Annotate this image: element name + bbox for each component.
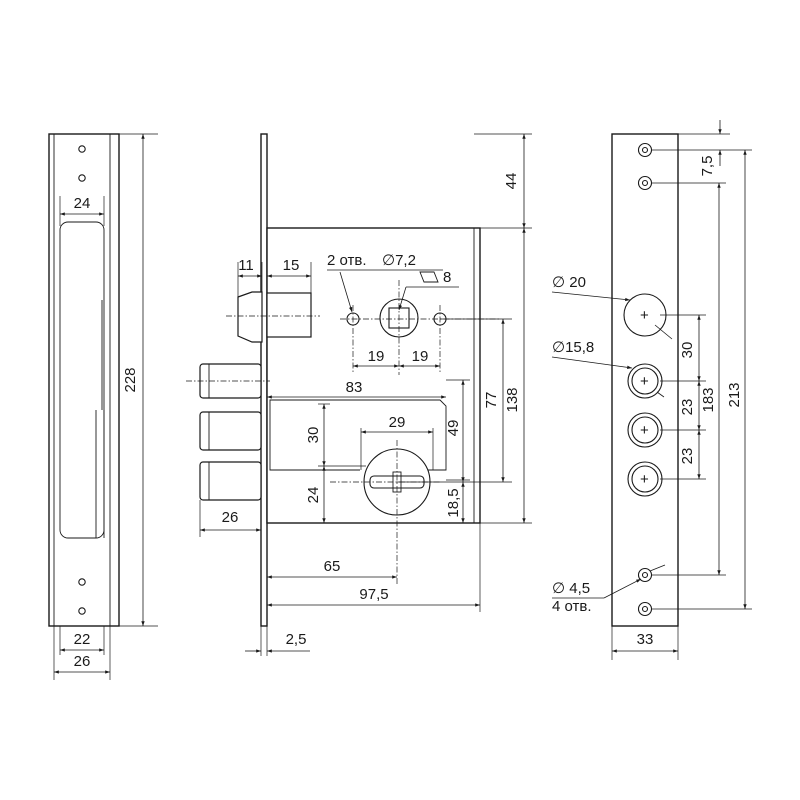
- dim-24: 24: [305, 487, 322, 504]
- dim-24-plate-width: 24: [74, 195, 91, 212]
- lock-faceplate-edge: [260, 133, 268, 627]
- dim-23-b: 23: [679, 448, 696, 465]
- dia-15-8: ∅15,8: [552, 339, 594, 356]
- dim-15: 15: [283, 257, 300, 274]
- dim-19-right: 19: [412, 348, 429, 365]
- svg-text:+: +: [640, 422, 649, 439]
- dim-11: 11: [238, 257, 254, 274]
- square-size: 8: [443, 269, 451, 286]
- svg-text:+: +: [640, 307, 649, 324]
- square-symbol: [419, 271, 439, 283]
- front-plate-screw-hole: [78, 174, 86, 182]
- latch-body: [266, 292, 312, 338]
- dim-49: 49: [445, 420, 462, 437]
- front-plate-screw-hole: [78, 607, 86, 615]
- dim-83: 83: [346, 379, 363, 396]
- holes-diameter: ∅7,2: [382, 252, 416, 269]
- dia-4-5: ∅ 4,5: [552, 580, 590, 597]
- side-body-view: 44 11 15 2 отв. ∅7,2 8 19 19 83 77: [186, 133, 532, 656]
- dim-26-bolt-throw: 26: [222, 509, 239, 526]
- latch-bolt: [237, 291, 263, 343]
- dim-22: 22: [74, 631, 91, 648]
- dim-213: 213: [726, 382, 743, 407]
- face-plate-view: + + + + 7,5 ∅ 20 ∅15,8 30 23 2: [551, 120, 752, 660]
- dim-44: 44: [503, 173, 520, 190]
- holes-count: 4 отв.: [552, 598, 592, 615]
- dim-77: 77: [483, 392, 500, 409]
- case-window: [269, 399, 447, 471]
- holes-note: 2 отв.: [327, 252, 367, 269]
- dim-29: 29: [389, 414, 406, 431]
- front-plate-view: 24 228 22 26: [48, 133, 158, 680]
- deadbolt-3: [199, 461, 262, 501]
- dim-23-a: 23: [679, 399, 696, 416]
- dim-33: 33: [637, 631, 654, 648]
- dim-30-face: 30: [679, 342, 696, 359]
- dim-2-5: 2,5: [286, 631, 307, 648]
- dim-138: 138: [504, 387, 521, 412]
- dia-20: ∅ 20: [552, 274, 586, 291]
- front-plate-screw-hole: [78, 578, 86, 586]
- front-plate-screw-hole: [78, 145, 86, 153]
- svg-text:+: +: [640, 373, 649, 390]
- dim-65: 65: [324, 558, 341, 575]
- svg-text:+: +: [640, 471, 649, 488]
- dim-183: 183: [700, 387, 717, 412]
- front-plate-outline: [48, 133, 120, 627]
- dim-30: 30: [305, 427, 322, 444]
- dim-228-plate-height: 228: [122, 367, 139, 392]
- front-plate-body: [59, 221, 105, 539]
- dim-19-left: 19: [368, 348, 385, 365]
- dim-18-5: 18,5: [445, 488, 462, 517]
- dim-7-5: 7,5: [699, 156, 716, 177]
- deadbolt-2: [199, 411, 262, 451]
- dim-26: 26: [74, 653, 91, 670]
- dim-97-5: 97,5: [359, 586, 388, 603]
